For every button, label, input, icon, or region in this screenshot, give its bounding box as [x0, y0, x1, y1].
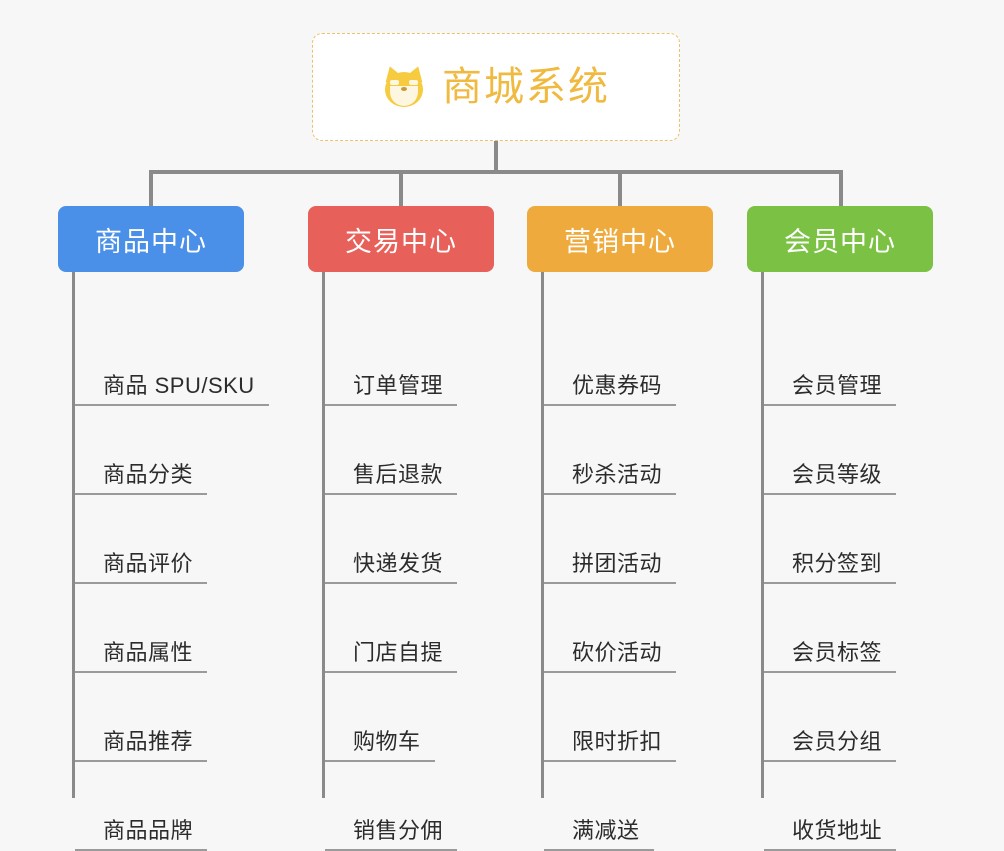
column-items-marketing-center: 优惠券码 秒杀活动 拼团活动 砍价活动 限时折扣 满减送 [541, 272, 713, 851]
list-item-label: 商品品牌 [103, 817, 194, 843]
column-trade-center: 交易中心 订单管理 售后退款 快递发货 门店自提 购物车 销售分佣 [308, 206, 494, 851]
connector-drop-2 [399, 170, 403, 208]
connector-horizontal-bus [149, 170, 843, 174]
column-member-center: 会员中心 会员管理 会员等级 积分签到 会员标签 会员分组 收货地址 [747, 206, 933, 851]
column-product-center: 商品中心 商品 SPU/SKU 商品分类 商品评价 商品属性 商品推荐 商品品牌 [58, 206, 269, 851]
root-title: 商城系统 [442, 65, 610, 109]
list-item-label: 销售分佣 [353, 817, 444, 843]
column-header-trade-center[interactable]: 交易中心 [308, 206, 494, 272]
list-item-label: 优惠券码 [572, 372, 663, 398]
list-item-label: 满减送 [572, 817, 640, 843]
list-item-label: 快递发货 [353, 550, 444, 576]
column-header-product-center[interactable]: 商品中心 [58, 206, 244, 272]
connector-drop-4 [839, 170, 843, 208]
list-item-label: 收货地址 [792, 817, 883, 843]
column-header-marketing-center[interactable]: 营销中心 [527, 206, 713, 272]
list-item-label: 商品 SPU/SKU [103, 372, 255, 398]
list-item-label: 购物车 [353, 728, 421, 754]
list-item-label: 会员分组 [792, 728, 883, 754]
list-item-label: 会员等级 [792, 461, 883, 487]
shiba-dog-icon [381, 63, 428, 110]
list-item-label: 砍价活动 [572, 639, 663, 665]
list-item-label: 商品推荐 [103, 728, 194, 754]
list-item-label: 秒杀活动 [572, 461, 663, 487]
column-marketing-center: 营销中心 优惠券码 秒杀活动 拼团活动 砍价活动 限时折扣 满减送 [527, 206, 713, 851]
column-header-label: 营销中心 [564, 226, 676, 257]
list-item-label: 商品属性 [103, 639, 194, 665]
list-item-label: 会员标签 [792, 639, 883, 665]
list-item-label: 门店自提 [353, 639, 444, 665]
list-item-label: 售后退款 [353, 461, 444, 487]
root-node[interactable]: 商城系统 [312, 33, 680, 141]
list-item-label: 拼团活动 [572, 550, 663, 576]
column-header-label: 商品中心 [95, 226, 207, 257]
connector-drop-3 [618, 170, 622, 208]
column-header-label: 会员中心 [784, 226, 896, 257]
list-item-label: 积分签到 [792, 550, 883, 576]
list-item-label: 商品分类 [103, 461, 194, 487]
column-items-member-center: 会员管理 会员等级 积分签到 会员标签 会员分组 收货地址 [761, 272, 933, 851]
list-item-label: 会员管理 [792, 372, 883, 398]
list-item-label: 商品评价 [103, 550, 194, 576]
column-header-label: 交易中心 [345, 226, 457, 257]
column-items-trade-center: 订单管理 售后退款 快递发货 门店自提 购物车 销售分佣 [322, 272, 494, 851]
list-item-label: 限时折扣 [572, 728, 663, 754]
connector-drop-1 [149, 170, 153, 208]
column-header-member-center[interactable]: 会员中心 [747, 206, 933, 272]
list-item-label: 订单管理 [353, 372, 444, 398]
connector-root-stem [494, 141, 498, 172]
column-items-product-center: 商品 SPU/SKU 商品分类 商品评价 商品属性 商品推荐 商品品牌 [72, 272, 269, 851]
